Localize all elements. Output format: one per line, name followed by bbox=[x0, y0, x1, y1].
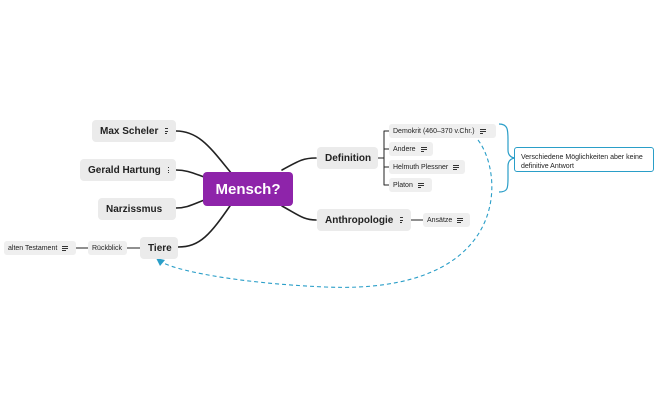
topic-tiere[interactable]: Tiere bbox=[140, 237, 178, 259]
subtopic-label: Andere bbox=[393, 145, 416, 153]
notes-icon[interactable] bbox=[165, 127, 168, 136]
topic-label: Tiere bbox=[148, 242, 172, 254]
subtopic-platon[interactable]: Platon bbox=[389, 178, 432, 192]
connector-tiere bbox=[177, 202, 233, 248]
subtopic-demokrit[interactable]: Demokrit (460–370 v.Chr.) bbox=[389, 124, 496, 138]
relationship-arrowhead bbox=[156, 258, 165, 266]
notes-icon[interactable] bbox=[453, 164, 460, 171]
subtopic-label: Platon bbox=[393, 181, 413, 189]
topic-label: Gerald Hartung bbox=[88, 164, 161, 176]
topic-anthropologie[interactable]: Anthropologie bbox=[317, 209, 411, 231]
summary-line-2: definitive Antwort bbox=[521, 163, 574, 170]
connector-definition bbox=[281, 157, 317, 171]
topic-label: Definition bbox=[325, 152, 372, 164]
notes-icon[interactable] bbox=[457, 217, 464, 224]
subtopic-helmuth-plessner[interactable]: Helmuth Plessner bbox=[389, 160, 465, 174]
subtopic-alten-testament[interactable]: alten Testament bbox=[4, 241, 76, 255]
topic-label: Anthropologie bbox=[325, 214, 394, 226]
topic-gerald-hartung[interactable]: Gerald Hartung bbox=[80, 159, 176, 181]
central-topic-label: Mensch? bbox=[215, 180, 281, 198]
relationship-line bbox=[159, 139, 493, 288]
subtopic-andere[interactable]: Andere bbox=[389, 142, 433, 156]
subtopic-ruckblick[interactable]: Rückblick bbox=[88, 241, 127, 255]
central-topic[interactable]: Mensch? bbox=[203, 172, 293, 206]
connector-max-scheler bbox=[175, 130, 233, 175]
notes-icon[interactable] bbox=[62, 245, 69, 252]
notes-icon[interactable] bbox=[420, 146, 427, 153]
summary-box[interactable]: Verschiedene Möglichkeiten aber keine de… bbox=[514, 147, 654, 172]
topic-label: Narzissmus bbox=[106, 203, 163, 215]
notes-icon[interactable] bbox=[479, 128, 486, 135]
topic-narzissmus[interactable]: Narzissmus bbox=[98, 198, 176, 220]
subtopic-label: Ansätze bbox=[427, 216, 453, 224]
notes-icon[interactable] bbox=[400, 216, 403, 225]
subtopic-label: alten Testament bbox=[8, 244, 58, 252]
subtopic-label: Rückblick bbox=[92, 244, 122, 252]
connector-anthropologie bbox=[281, 205, 317, 221]
subtopic-label: Demokrit (460–370 v.Chr.) bbox=[393, 127, 475, 135]
notes-icon[interactable] bbox=[417, 182, 424, 189]
topic-label: Max Scheler bbox=[100, 125, 159, 137]
topic-max-scheler[interactable]: Max Scheler bbox=[92, 120, 176, 142]
subtopic-ansatze[interactable]: Ansätze bbox=[423, 213, 470, 227]
subtopic-label: Helmuth Plessner bbox=[393, 163, 449, 171]
topic-definition[interactable]: Definition bbox=[317, 147, 378, 169]
connector-definition-spine bbox=[377, 130, 390, 186]
summary-line-1: Verschiedene Möglichkeiten aber keine bbox=[521, 154, 643, 161]
